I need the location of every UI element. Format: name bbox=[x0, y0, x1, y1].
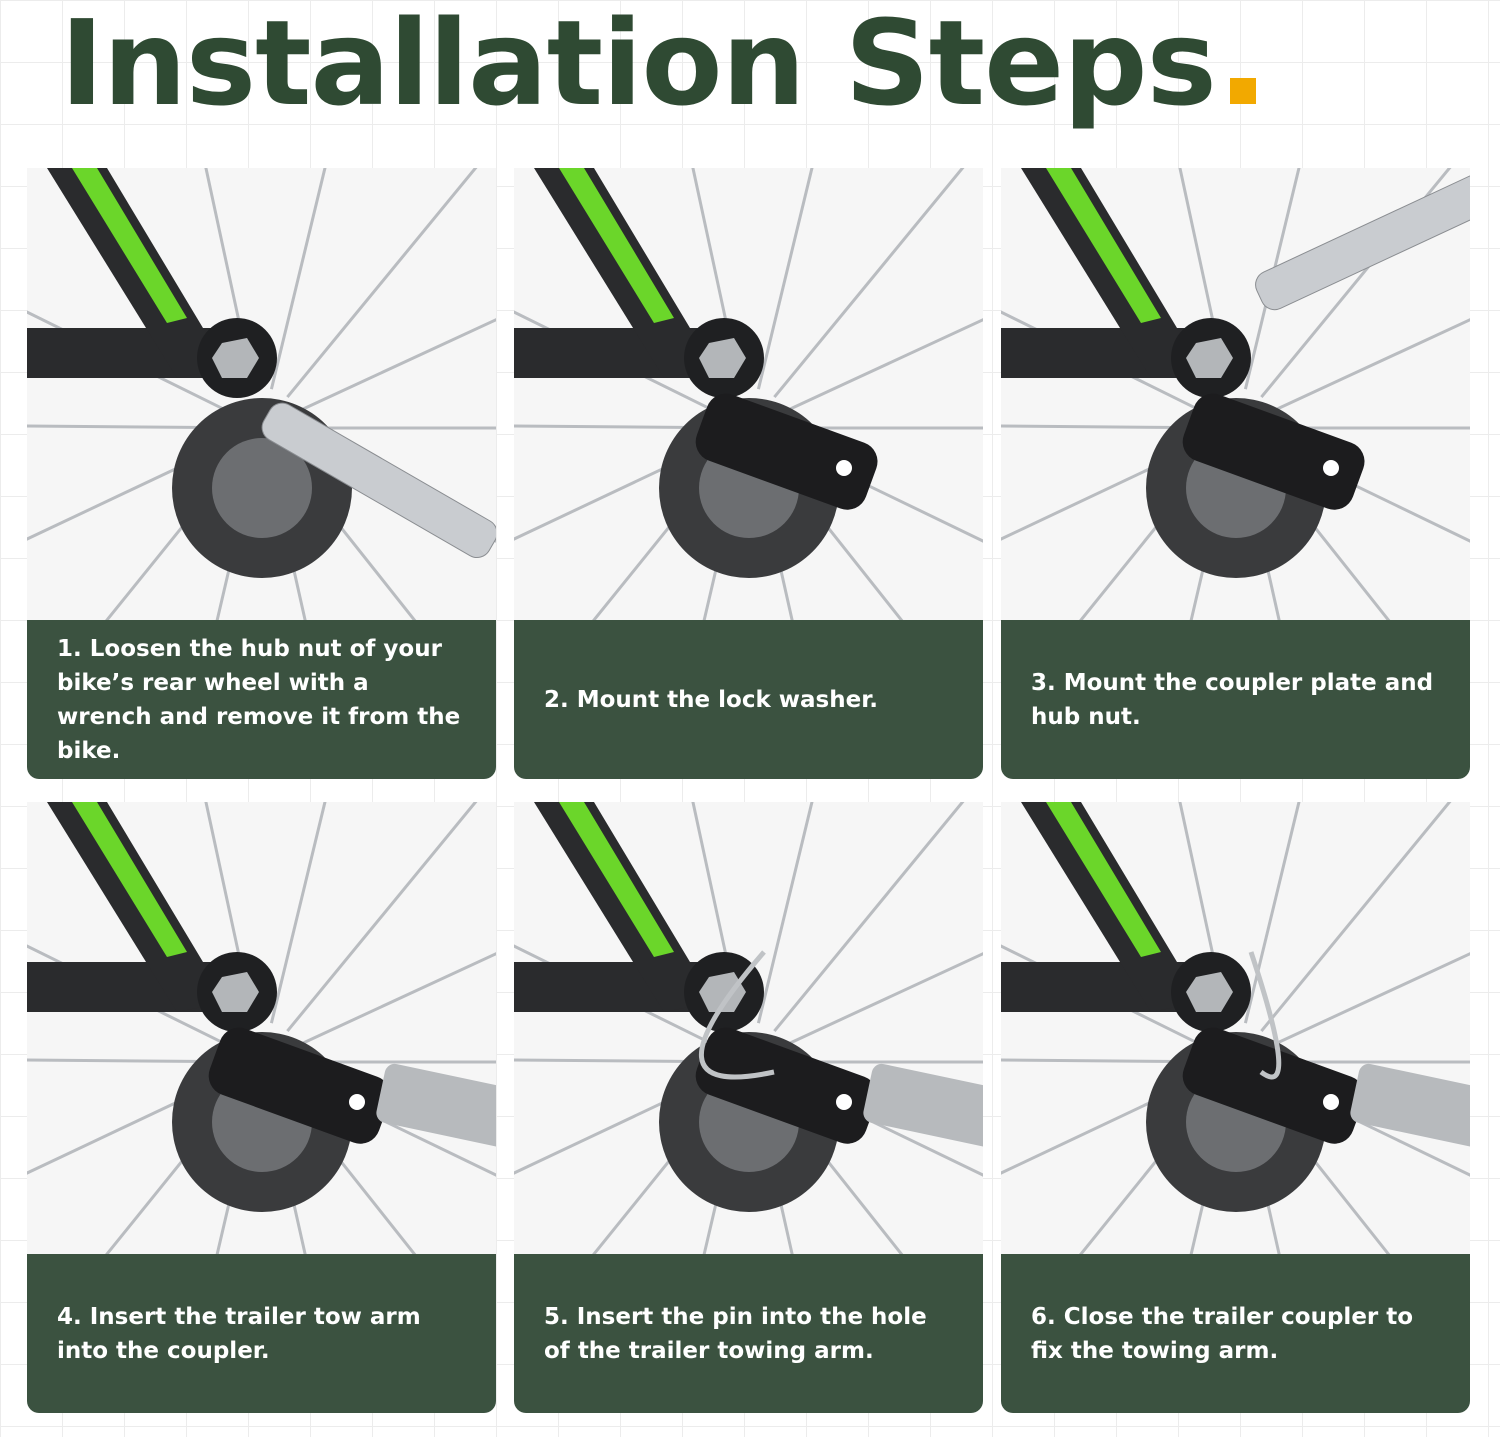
step-text: 4. Insert the trailer tow arm into the c… bbox=[57, 1303, 421, 1364]
step-description: 5. Insert the pin into the hole of the t… bbox=[514, 1254, 983, 1413]
step-card-1: 1. Loosen the hub nut of your bike’s rea… bbox=[27, 168, 496, 779]
step-description: 1. Loosen the hub nut of your bike’s rea… bbox=[27, 620, 496, 779]
coupler-closed-image bbox=[1001, 802, 1470, 1254]
tow-arm-insert-image bbox=[27, 802, 496, 1254]
step-text: 6. Close the trailer coupler to fix the … bbox=[1031, 1303, 1414, 1364]
wrench-loosening-hub-nut-image bbox=[27, 168, 496, 620]
step-card-2: 2. Mount the lock washer. bbox=[514, 168, 983, 779]
title-dot bbox=[1229, 78, 1256, 104]
title-text: Installation Steps bbox=[60, 0, 1217, 132]
step-text: 1. Loosen the hub nut of your bike’s rea… bbox=[57, 635, 461, 764]
step-card-5: 5. Insert the pin into the hole of the t… bbox=[514, 802, 983, 1413]
page-title: Installation Steps bbox=[60, 0, 1256, 132]
step-text: 3. Mount the coupler plate and hub nut. bbox=[1031, 669, 1434, 730]
pin-insert-image bbox=[514, 802, 983, 1254]
step-description: 6. Close the trailer coupler to fix the … bbox=[1001, 1254, 1470, 1413]
step-card-6: 6. Close the trailer coupler to fix the … bbox=[1001, 802, 1470, 1413]
step-card-4: 4. Insert the trailer tow arm into the c… bbox=[27, 802, 496, 1413]
step-text: 2. Mount the lock washer. bbox=[544, 686, 879, 713]
step-description: 4. Insert the trailer tow arm into the c… bbox=[27, 1254, 496, 1413]
step-text: 5. Insert the pin into the hole of the t… bbox=[544, 1303, 927, 1364]
step-card-3: 3. Mount the coupler plate and hub nut. bbox=[1001, 168, 1470, 779]
lock-washer-image bbox=[514, 168, 983, 620]
coupler-plate-image bbox=[1001, 168, 1470, 620]
step-description: 3. Mount the coupler plate and hub nut. bbox=[1001, 620, 1470, 779]
step-description: 2. Mount the lock washer. bbox=[514, 620, 983, 779]
